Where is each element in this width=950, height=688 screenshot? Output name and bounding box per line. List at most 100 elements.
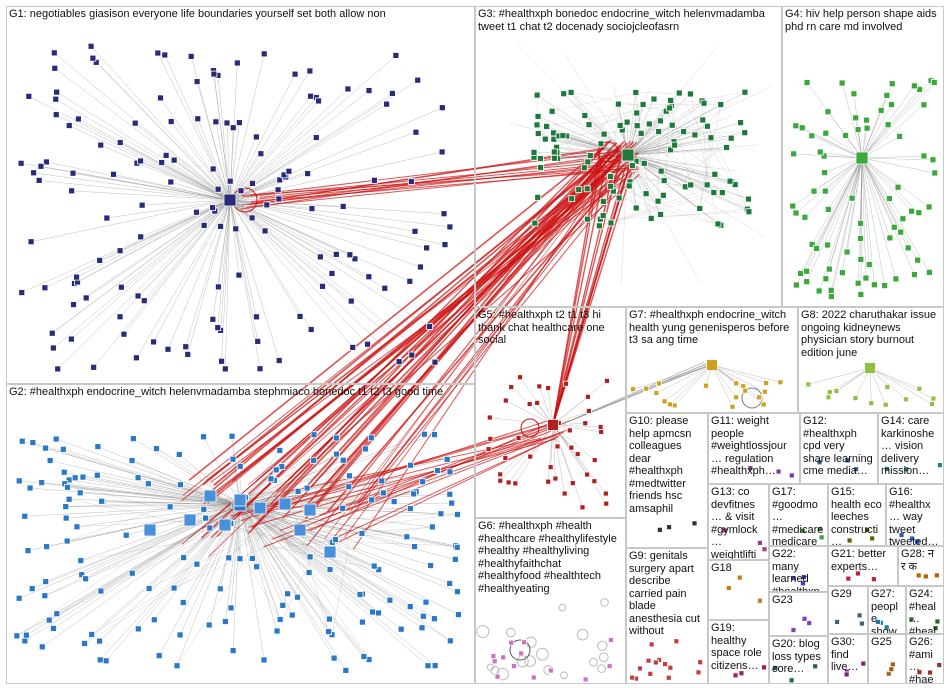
node[interactable] [381, 284, 389, 292]
node[interactable] [96, 637, 104, 645]
node[interactable] [606, 663, 613, 670]
node[interactable] [864, 527, 871, 533]
node[interactable] [38, 479, 46, 486]
node[interactable] [927, 669, 933, 676]
node[interactable] [158, 159, 166, 166]
node[interactable] [18, 289, 26, 296]
node[interactable] [214, 185, 222, 193]
node[interactable] [30, 169, 38, 177]
node[interactable] [812, 663, 819, 670]
node[interactable] [305, 569, 313, 576]
node[interactable] [500, 654, 507, 661]
node[interactable] [816, 459, 823, 466]
node[interactable] [21, 512, 29, 520]
node[interactable] [512, 480, 519, 487]
node[interactable] [41, 284, 49, 292]
node[interactable] [356, 591, 364, 598]
hub-node[interactable] [203, 489, 217, 503]
node[interactable] [304, 170, 312, 178]
node[interactable] [82, 294, 90, 302]
node[interactable] [886, 234, 894, 242]
node[interactable] [591, 457, 598, 464]
node[interactable] [661, 398, 668, 405]
node[interactable] [455, 611, 462, 618]
node[interactable] [15, 477, 23, 485]
node[interactable] [406, 505, 414, 512]
node[interactable] [699, 116, 707, 124]
node[interactable] [908, 207, 916, 215]
node[interactable] [551, 154, 558, 162]
node[interactable] [378, 477, 386, 485]
node[interactable] [757, 597, 763, 604]
node[interactable] [367, 434, 375, 442]
node[interactable] [615, 194, 623, 202]
node[interactable] [824, 108, 832, 116]
node[interactable] [860, 660, 867, 667]
node[interactable] [659, 191, 667, 199]
node[interactable] [738, 670, 745, 677]
node[interactable] [403, 533, 411, 541]
node[interactable] [253, 313, 260, 321]
node[interactable] [545, 478, 552, 485]
node[interactable] [733, 380, 740, 387]
node[interactable] [235, 271, 243, 279]
node[interactable] [632, 89, 640, 96]
node[interactable] [760, 401, 767, 408]
node[interactable] [117, 283, 125, 291]
node[interactable] [825, 265, 833, 273]
node[interactable] [687, 90, 694, 98]
node[interactable] [936, 662, 943, 668]
node[interactable] [668, 121, 676, 129]
node[interactable] [140, 297, 148, 305]
node[interactable] [583, 185, 591, 193]
node[interactable] [903, 466, 910, 473]
node[interactable] [308, 205, 316, 213]
node[interactable] [50, 49, 58, 57]
node[interactable] [541, 135, 549, 143]
hub-node[interactable] [223, 193, 237, 207]
node[interactable] [411, 227, 419, 235]
node[interactable] [431, 662, 439, 670]
node[interactable] [68, 187, 76, 195]
node[interactable] [446, 637, 454, 645]
node[interactable] [221, 365, 229, 373]
node[interactable] [422, 598, 430, 606]
node[interactable] [418, 624, 426, 632]
node[interactable] [375, 566, 383, 574]
node[interactable] [534, 400, 541, 406]
node[interactable] [640, 159, 648, 167]
node[interactable] [228, 432, 236, 440]
node[interactable] [62, 514, 70, 522]
node[interactable] [175, 451, 183, 458]
node[interactable] [929, 156, 937, 164]
node[interactable] [310, 456, 318, 464]
hub-node[interactable] [278, 497, 292, 511]
node[interactable] [276, 447, 284, 454]
node[interactable] [798, 124, 806, 132]
node[interactable] [307, 92, 314, 100]
node[interactable] [568, 444, 575, 451]
node[interactable] [915, 209, 923, 217]
node[interactable] [167, 178, 175, 186]
node[interactable] [800, 527, 807, 534]
node[interactable] [723, 144, 730, 151]
node[interactable] [881, 282, 889, 290]
node[interactable] [441, 241, 449, 248]
node[interactable] [890, 223, 898, 231]
node[interactable] [648, 641, 655, 648]
node[interactable] [530, 674, 537, 681]
node[interactable] [777, 379, 784, 386]
node[interactable] [145, 585, 153, 592]
node[interactable] [193, 78, 201, 85]
node[interactable] [591, 478, 598, 485]
node[interactable] [700, 99, 708, 107]
node[interactable] [15, 594, 23, 602]
node[interactable] [852, 395, 859, 402]
node[interactable] [654, 197, 662, 205]
node[interactable] [788, 677, 795, 684]
node[interactable] [316, 253, 324, 261]
node[interactable] [842, 132, 849, 139]
node[interactable] [166, 503, 174, 511]
node[interactable] [898, 532, 905, 538]
node[interactable] [42, 578, 50, 585]
